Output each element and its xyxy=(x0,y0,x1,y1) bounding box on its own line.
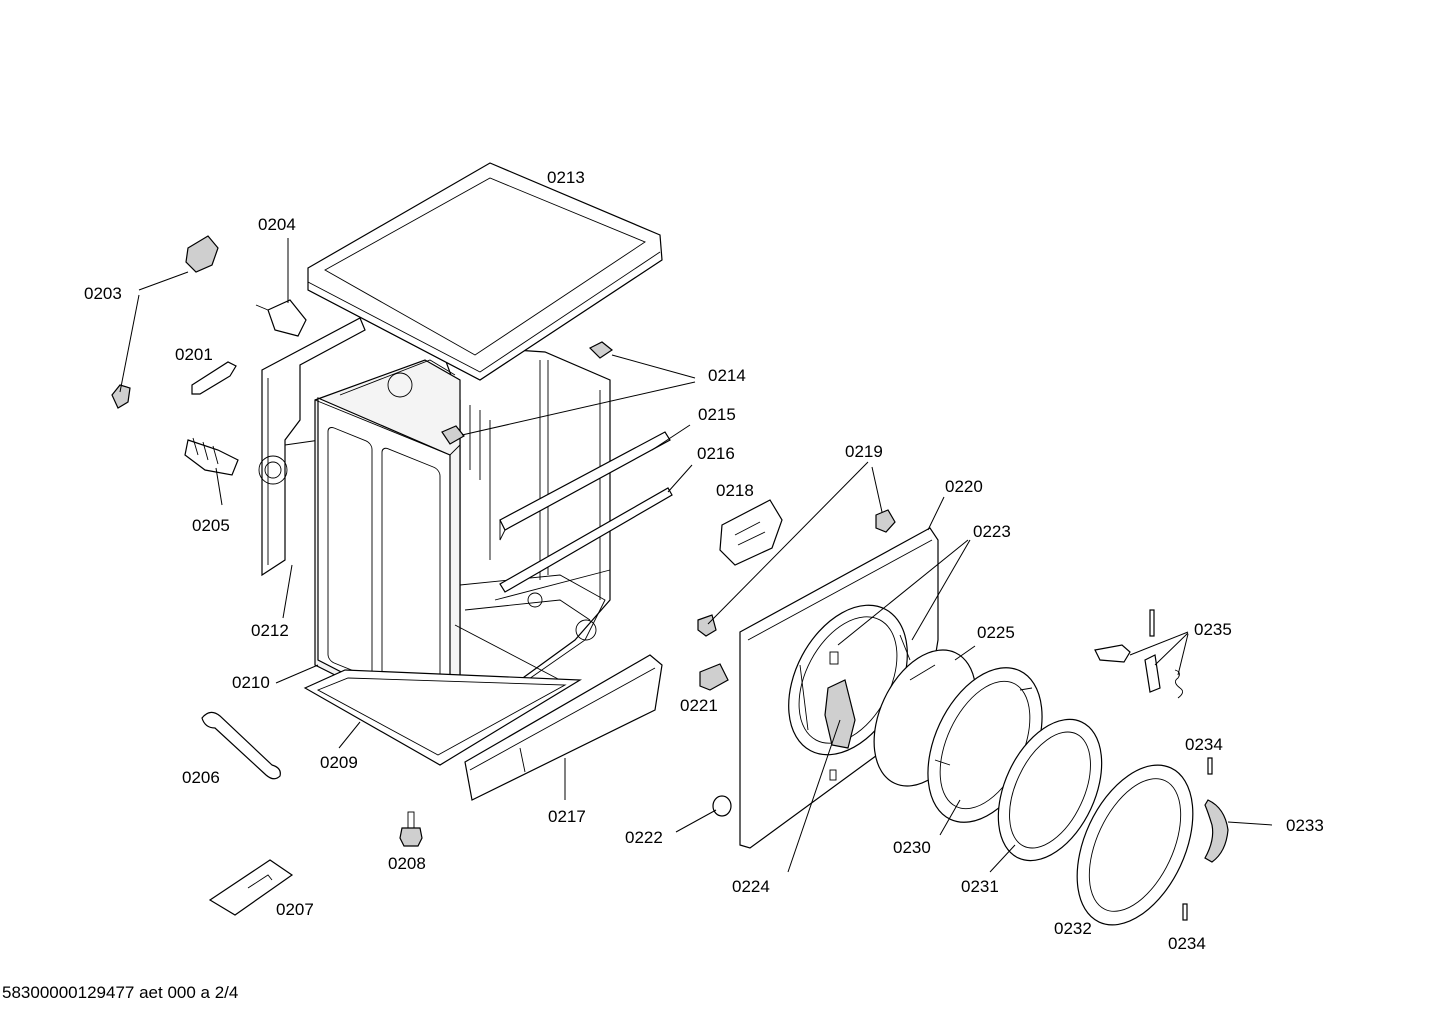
part-0212-rear-panel xyxy=(258,317,366,577)
document-footer-code: 58300000129477 aet 000 a 2/4 xyxy=(2,983,238,1002)
label-0223: 0223 xyxy=(973,522,1011,541)
part-0206-wrench xyxy=(201,711,281,780)
label-0207: 0207 xyxy=(276,900,314,919)
label-0210: 0210 xyxy=(232,673,270,692)
label-0234-bottom: 0234 xyxy=(1168,934,1206,953)
label-0235: 0235 xyxy=(1194,620,1232,639)
part-0235-hook-set xyxy=(1094,609,1183,699)
label-0218: 0218 xyxy=(716,481,754,500)
label-0234-top: 0234 xyxy=(1185,735,1223,754)
label-0220: 0220 xyxy=(945,477,983,496)
part-0217-plinth xyxy=(464,654,663,801)
part-0201-bracket xyxy=(191,361,237,395)
label-0222: 0222 xyxy=(625,828,663,847)
part-0215-rail xyxy=(499,431,671,541)
part-0204-valve xyxy=(255,299,307,337)
part-0203-cap xyxy=(111,235,219,409)
label-0206: 0206 xyxy=(182,768,220,787)
part-0218-door-lock xyxy=(719,499,783,566)
label-0225: 0225 xyxy=(977,623,1015,642)
part-0234-pin xyxy=(1182,757,1213,921)
label-0215: 0215 xyxy=(698,405,736,424)
label-0208: 0208 xyxy=(388,854,426,873)
label-0213: 0213 xyxy=(547,168,585,187)
label-0224: 0224 xyxy=(732,877,770,896)
callout-labels: 0213 0204 0203 0201 0214 0215 0216 0219 … xyxy=(84,168,1324,953)
part-0231-door-ring xyxy=(997,718,1103,862)
part-0216-rail xyxy=(499,487,673,593)
part-0233-handle xyxy=(1204,799,1229,863)
label-0214: 0214 xyxy=(708,366,746,385)
part-0224-hinge xyxy=(824,679,856,749)
label-0221: 0221 xyxy=(680,696,718,715)
part-0213-top-cover xyxy=(307,162,663,381)
label-0203: 0203 xyxy=(84,284,122,303)
label-0230: 0230 xyxy=(893,838,931,857)
label-0232: 0232 xyxy=(1054,919,1092,938)
part-0210-cabinet xyxy=(314,344,611,736)
part-0221-switch xyxy=(699,663,729,691)
label-0231: 0231 xyxy=(961,877,999,896)
label-0217: 0217 xyxy=(548,807,586,826)
leader-lines xyxy=(119,238,1273,873)
label-0204: 0204 xyxy=(258,215,296,234)
label-0212: 0212 xyxy=(251,621,289,640)
part-0208-foot xyxy=(399,811,423,847)
part-0207-shim xyxy=(208,859,294,916)
part-0222-button xyxy=(712,795,732,817)
part-0219-hinge-clip xyxy=(697,509,896,637)
label-0209: 0209 xyxy=(320,753,358,772)
part-0214-clip xyxy=(441,341,614,445)
part-0205-valve xyxy=(184,437,239,476)
label-0233: 0233 xyxy=(1286,816,1324,835)
part-0209-base-frame xyxy=(303,669,583,766)
label-0219: 0219 xyxy=(845,442,883,461)
label-0205: 0205 xyxy=(192,516,230,535)
label-0216: 0216 xyxy=(697,444,735,463)
part-0232-door-outer xyxy=(1076,764,1194,926)
label-0201: 0201 xyxy=(175,345,213,364)
